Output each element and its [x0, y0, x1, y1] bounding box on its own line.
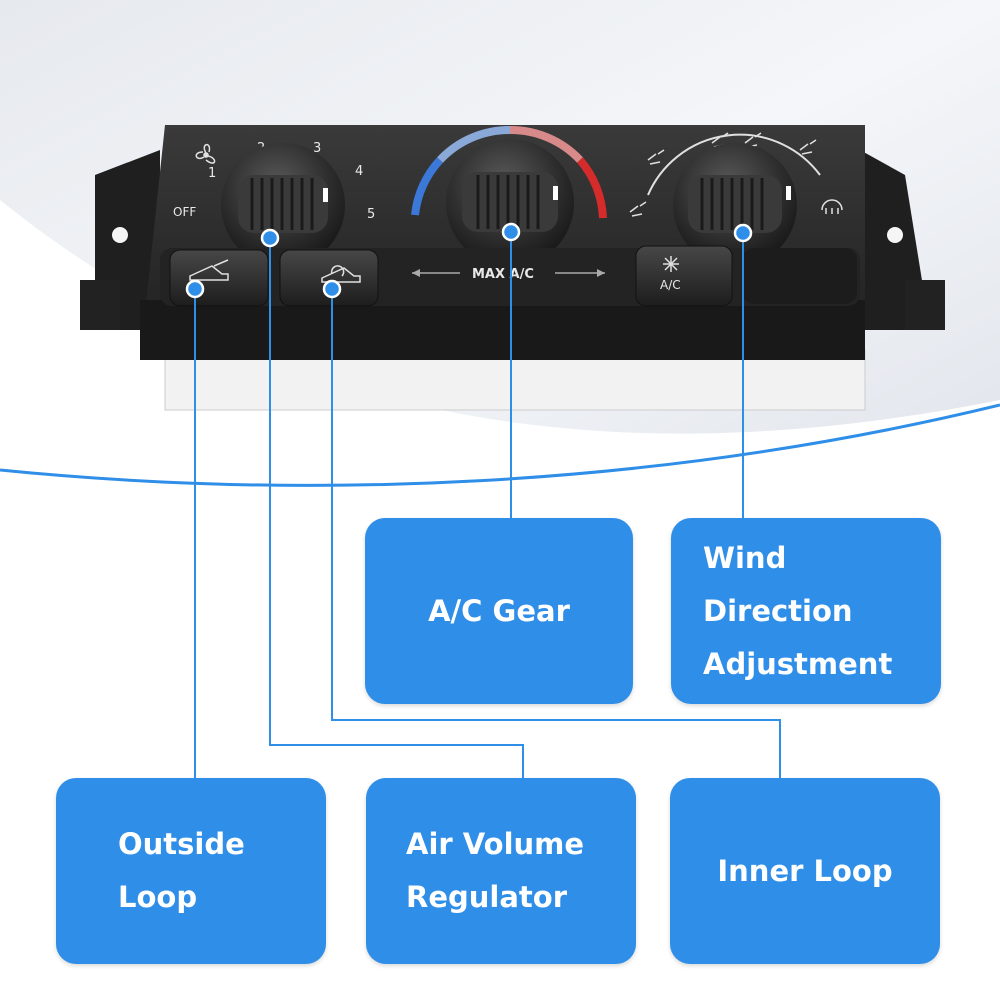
ac-gear-label: A/C Gear	[428, 593, 570, 628]
temp-mid-hot-arc	[509, 125, 583, 163]
ac-gear-callout: A/C Gear	[365, 518, 633, 704]
left-bracket	[80, 150, 160, 330]
max-ac-arrowhead-right	[597, 269, 605, 277]
faceplate-lower	[140, 300, 865, 360]
air-volume-callout: Air Volume Regulator	[366, 778, 636, 964]
outside-loop-line-1: Outside	[118, 827, 245, 861]
temperature-knob[interactable]	[446, 139, 574, 267]
recirculation-button[interactable]	[279, 249, 379, 307]
wind-direction-line-3: Adjustment	[703, 646, 893, 681]
right-bracket	[860, 150, 945, 330]
fan-speed-5: 5	[367, 207, 375, 222]
outside-loop-callout: Outside Loop	[56, 778, 326, 964]
snowflake-icon	[663, 256, 679, 272]
inner-loop-callout: Inner Loop	[670, 778, 940, 964]
air-volume-line-1: Air Volume	[406, 827, 585, 861]
temp-cold-arc	[411, 157, 443, 216]
mode-arc	[647, 133, 821, 196]
mode-knob[interactable]	[673, 143, 797, 267]
wind-direction-line-1: Wind	[703, 540, 787, 575]
wind-direction-callout: Wind Direction Adjustment	[671, 518, 941, 704]
wind-direction-line-2: Direction	[703, 593, 853, 628]
accent-curve	[0, 403, 1000, 487]
temp-hot-arc	[576, 157, 607, 219]
fan-speed-knob[interactable]	[221, 143, 345, 267]
callout-lines	[194, 232, 781, 780]
air-volume-line-2: Regulator	[406, 880, 568, 914]
max-ac-arrowhead-left	[412, 269, 420, 277]
max-ac-label: MAX A/C	[472, 267, 534, 282]
fan-speed-1: 1	[208, 166, 216, 181]
fan-icon	[195, 143, 216, 164]
fan-speed-off: OFF	[173, 205, 196, 219]
outside-air-button[interactable]	[169, 249, 269, 307]
blank-button	[742, 248, 857, 304]
fan-speed-3: 3	[313, 141, 321, 156]
inner-loop-label: Inner Loop	[717, 853, 893, 888]
outside-loop-line-2: Loop	[118, 880, 198, 914]
temp-mid-cold-arc	[437, 125, 511, 163]
ac-button[interactable]: A/C	[635, 245, 733, 307]
callout-dots	[185, 222, 753, 299]
ac-button-label: A/C	[660, 278, 681, 292]
fan-speed-4: 4	[355, 164, 363, 179]
